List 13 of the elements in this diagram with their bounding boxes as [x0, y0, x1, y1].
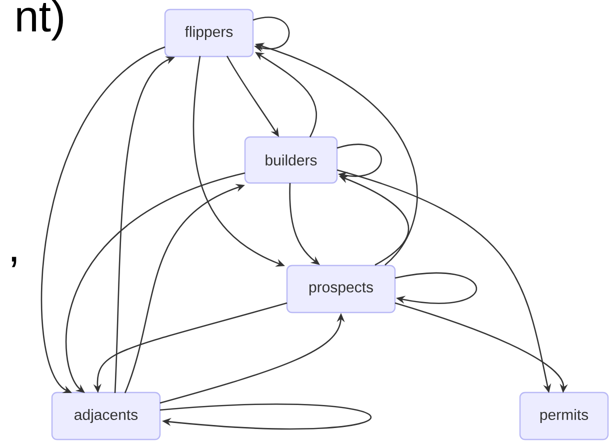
arrow	[394, 272, 478, 304]
arrow	[40, 46, 166, 394]
process-box: permits	[519, 392, 609, 440]
process-box: builders	[244, 136, 338, 184]
arrow	[66, 172, 246, 393]
process-box: flippers	[164, 8, 254, 58]
arrow	[160, 404, 370, 430]
text-fragment: nt)	[17, 0, 63, 40]
process-box: adjacents	[51, 392, 161, 440]
process-box: prospects	[286, 264, 396, 314]
arrow	[252, 16, 290, 52]
arrow	[336, 144, 382, 180]
text-fragment: ,	[12, 256, 16, 268]
